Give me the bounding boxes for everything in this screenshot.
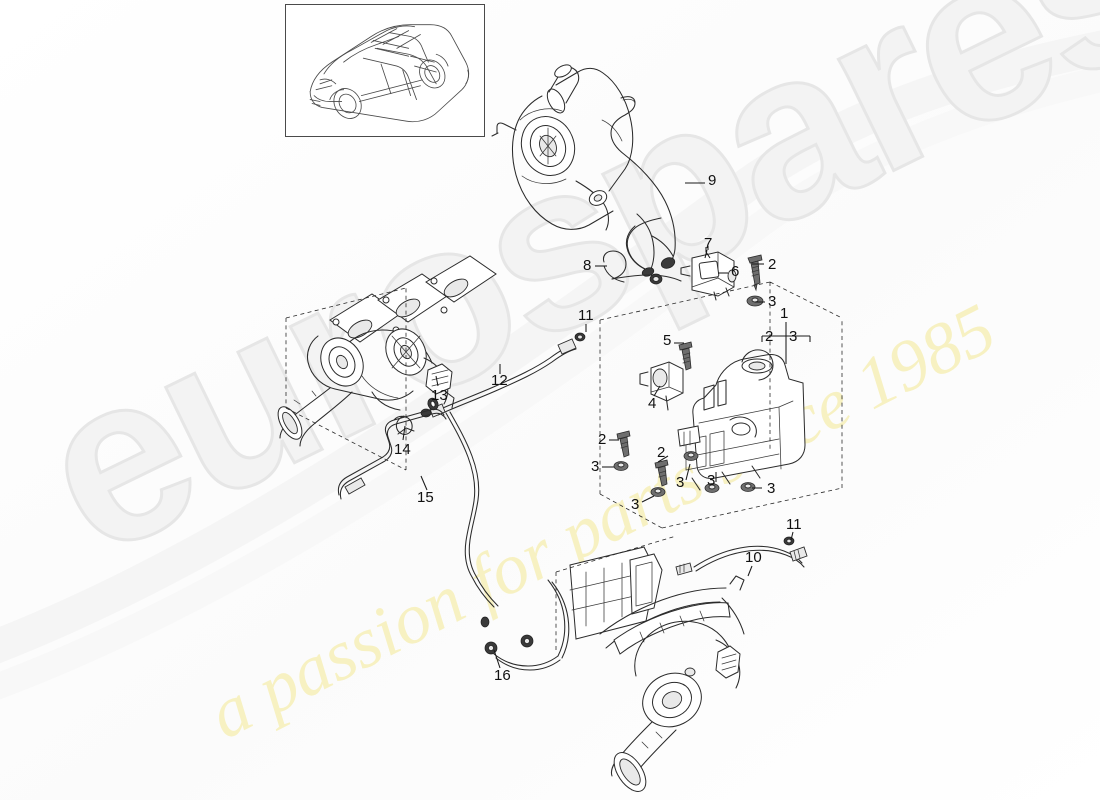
callout-5[interactable]: 5 bbox=[663, 332, 672, 349]
bolt-2-lower-mid bbox=[654, 459, 669, 487]
changeover-valve-drawing bbox=[680, 251, 737, 301]
washer-3-lower-c bbox=[704, 483, 720, 493]
left-turbo-manifold-drawing bbox=[277, 255, 497, 447]
assembly-dashed-boxes bbox=[285, 281, 843, 652]
leader-lines bbox=[402, 182, 811, 669]
callout-12[interactable]: 12 bbox=[491, 372, 508, 389]
callout-3-lower-d[interactable]: 3 bbox=[767, 480, 776, 497]
callout-14[interactable]: 14 bbox=[394, 441, 411, 458]
callout-2-upper[interactable]: 2 bbox=[768, 256, 777, 273]
callout-3-lower-a[interactable]: 3 bbox=[631, 496, 640, 513]
callout-9[interactable]: 9 bbox=[708, 172, 717, 189]
vacuum-hose-8 bbox=[603, 250, 682, 285]
washer-3-lower-b bbox=[683, 451, 699, 461]
bolt-5 bbox=[678, 341, 693, 371]
right-turbo-manifold-drawing bbox=[569, 546, 745, 792]
callout-2-lower-mid[interactable]: 2 bbox=[657, 444, 666, 461]
vacuum-line-9 bbox=[610, 96, 676, 277]
callout-15[interactable]: 15 bbox=[417, 489, 434, 506]
callout-1[interactable]: 1 bbox=[780, 305, 789, 322]
callout-4[interactable]: 4 bbox=[648, 395, 657, 412]
callout-3-lower-b[interactable]: 3 bbox=[676, 474, 685, 491]
callout-13[interactable]: 13 bbox=[431, 387, 448, 404]
callout-8[interactable]: 8 bbox=[583, 257, 592, 274]
callout-3-lower-left[interactable]: 3 bbox=[591, 458, 600, 475]
washer-3-lower-left bbox=[613, 461, 629, 471]
bolt-2-upper bbox=[747, 254, 763, 292]
long-pipe-15-16 bbox=[337, 408, 570, 671]
vehicle-thumbnail bbox=[285, 4, 485, 137]
bolt-2-lower-left bbox=[616, 430, 631, 458]
vehicle-line-drawing bbox=[309, 24, 470, 123]
vacuum-hose-10 bbox=[675, 536, 808, 576]
washer-3-lower-d bbox=[740, 482, 756, 492]
callout-11-right[interactable]: 11 bbox=[786, 516, 802, 533]
callout-16[interactable]: 16 bbox=[494, 667, 511, 684]
vacuum-pump-drawing bbox=[491, 64, 634, 231]
callout-3-lower-c[interactable]: 3 bbox=[707, 472, 716, 489]
washer-3-lower-a bbox=[650, 487, 666, 497]
callout-3-upper[interactable]: 3 bbox=[768, 293, 777, 310]
callout-2-bracket[interactable]: 2 bbox=[765, 328, 774, 345]
solenoid-valve-drawing bbox=[639, 361, 684, 411]
callout-2-lower-left[interactable]: 2 bbox=[598, 431, 607, 448]
vacuum-reservoir-drawing bbox=[677, 349, 806, 491]
callout-7[interactable]: 7 bbox=[704, 235, 713, 252]
callout-11-left[interactable]: 11 bbox=[578, 307, 594, 324]
callout-10[interactable]: 10 bbox=[745, 549, 762, 566]
callout-6[interactable]: 6 bbox=[731, 263, 740, 280]
callout-3-bracket[interactable]: 3 bbox=[789, 328, 798, 345]
